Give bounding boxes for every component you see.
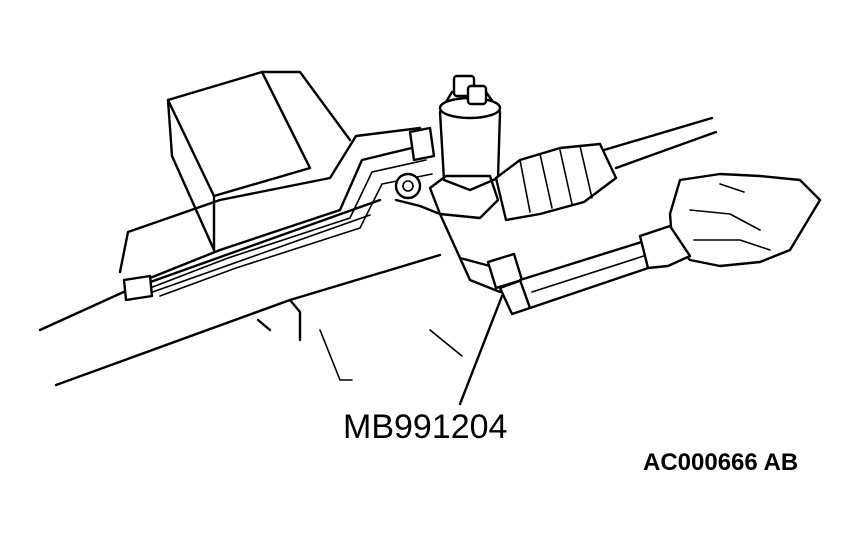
figure-code: AC000666 AB xyxy=(643,449,799,476)
rack-tube-left xyxy=(38,198,463,387)
hand xyxy=(638,172,822,270)
special-tool-wrench xyxy=(486,238,662,316)
valve-housing xyxy=(394,74,502,294)
leader-line xyxy=(458,294,504,406)
gear-housing-block xyxy=(166,70,352,252)
tool-number-label: MB991204 xyxy=(343,408,508,446)
rack-boot xyxy=(494,116,718,222)
fluid-lines xyxy=(118,126,436,302)
